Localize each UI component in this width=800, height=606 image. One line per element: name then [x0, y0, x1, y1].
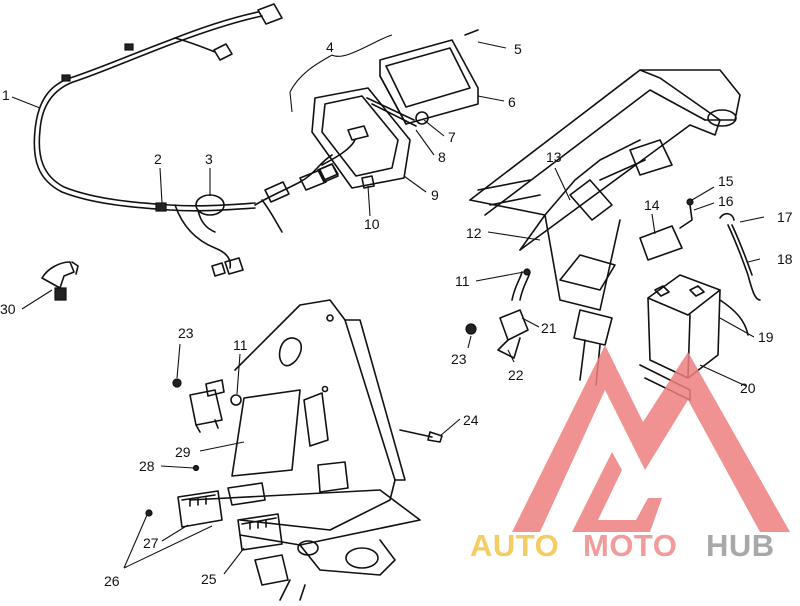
callout-11-left: 11: [233, 337, 248, 353]
watermark-triangle-outer: [512, 345, 790, 532]
callout-labels: 1 2 3 4 5 6 7 8 9 10 11 12 13 14 15 16 1…: [0, 39, 793, 589]
callout-17: 17: [777, 209, 793, 225]
callout-22: 22: [508, 367, 524, 383]
callout-4: 4: [326, 39, 334, 55]
bracket-21-22: [465, 268, 531, 359]
callout-15: 15: [718, 173, 734, 189]
watermark-hub: HUB: [706, 528, 775, 563]
frame-section: [469, 69, 741, 386]
callout-26: 26: [104, 573, 120, 589]
callout-9: 9: [431, 187, 439, 203]
callout-28: 28: [139, 458, 155, 474]
callout-8: 8: [438, 149, 446, 165]
callout-18: 18: [777, 251, 793, 267]
watermark-triangle-inner: [572, 452, 662, 532]
mounting-panel: [189, 299, 421, 601]
callout-25: 25: [201, 571, 217, 587]
callout-7: 7: [448, 129, 456, 145]
callout-23-left: 23: [178, 325, 194, 341]
callout-1: 1: [2, 87, 10, 103]
callout-24: 24: [463, 412, 479, 428]
callout-3: 3: [205, 151, 213, 167]
callout-2: 2: [154, 151, 162, 167]
part-30-bracket: [41, 261, 79, 301]
components-lower: [145, 378, 443, 551]
callout-30: 30: [0, 301, 16, 317]
watermark-moto: MOTO: [583, 528, 677, 563]
callout-19: 19: [758, 329, 774, 345]
callout-20: 20: [740, 380, 756, 396]
callout-14: 14: [644, 197, 660, 213]
tail-light-assembly: [311, 29, 479, 189]
callout-13: 13: [546, 149, 562, 165]
callout-11-frame: 11: [455, 273, 470, 289]
watermark-logo: AUTO MOTO HUB: [470, 345, 790, 563]
callout-16: 16: [718, 193, 734, 209]
callout-27: 27: [143, 535, 159, 551]
callout-10: 10: [364, 216, 380, 232]
callout-23-right: 23: [451, 351, 467, 367]
battery-assembly: [639, 198, 761, 401]
callout-12: 12: [466, 225, 482, 241]
wiring-harness: [33, 3, 339, 277]
callout-6: 6: [508, 94, 516, 110]
leader-lines: [11, 34, 765, 575]
watermark-auto: AUTO: [470, 528, 559, 563]
callout-29: 29: [175, 444, 191, 460]
callout-21: 21: [541, 320, 557, 336]
callout-5: 5: [514, 41, 522, 57]
